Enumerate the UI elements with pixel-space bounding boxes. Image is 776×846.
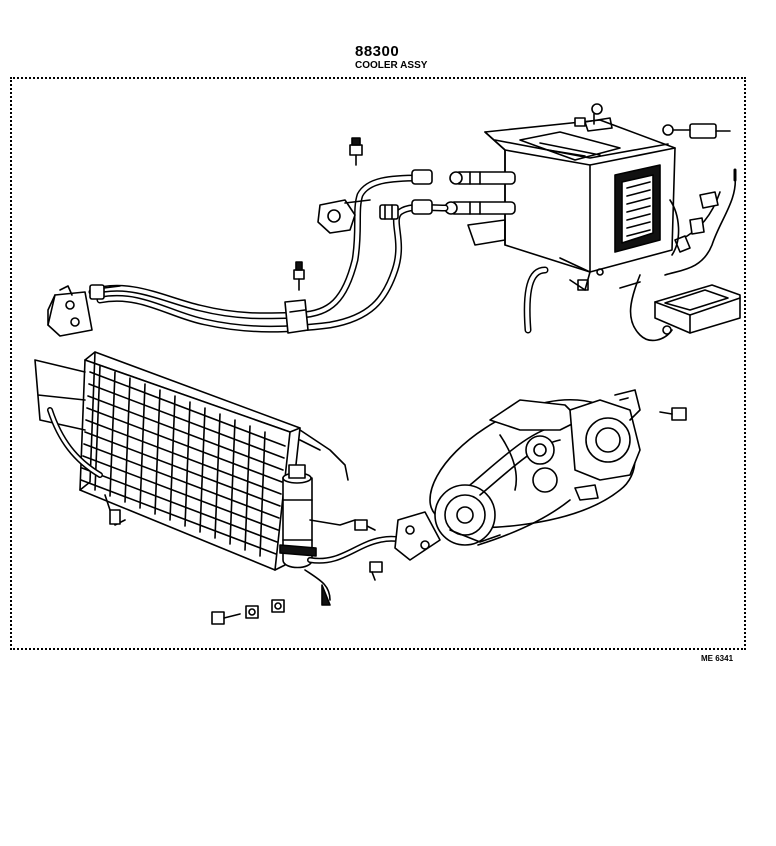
part-number: 88300 — [355, 43, 400, 60]
wiring-harness-icon — [597, 124, 735, 340]
compressor-icon — [430, 390, 640, 545]
illustration-code: ME 6341 — [701, 654, 734, 663]
part-name: COOLER ASSY — [355, 60, 428, 71]
evaporator-unit-icon — [445, 104, 675, 330]
amplifier-icon — [655, 285, 740, 333]
liquid-line-icon — [310, 512, 440, 580]
refrigerant-pipe-icon — [90, 170, 445, 333]
diagram-header: 88300 COOLER ASSY — [355, 44, 427, 71]
bracket-icon — [48, 286, 92, 336]
condenser-icon — [35, 352, 348, 570]
receiver-drier-icon — [280, 465, 375, 605]
bolt-icon — [294, 118, 585, 290]
diagram-frame — [10, 77, 746, 650]
nut-icon — [212, 408, 686, 624]
